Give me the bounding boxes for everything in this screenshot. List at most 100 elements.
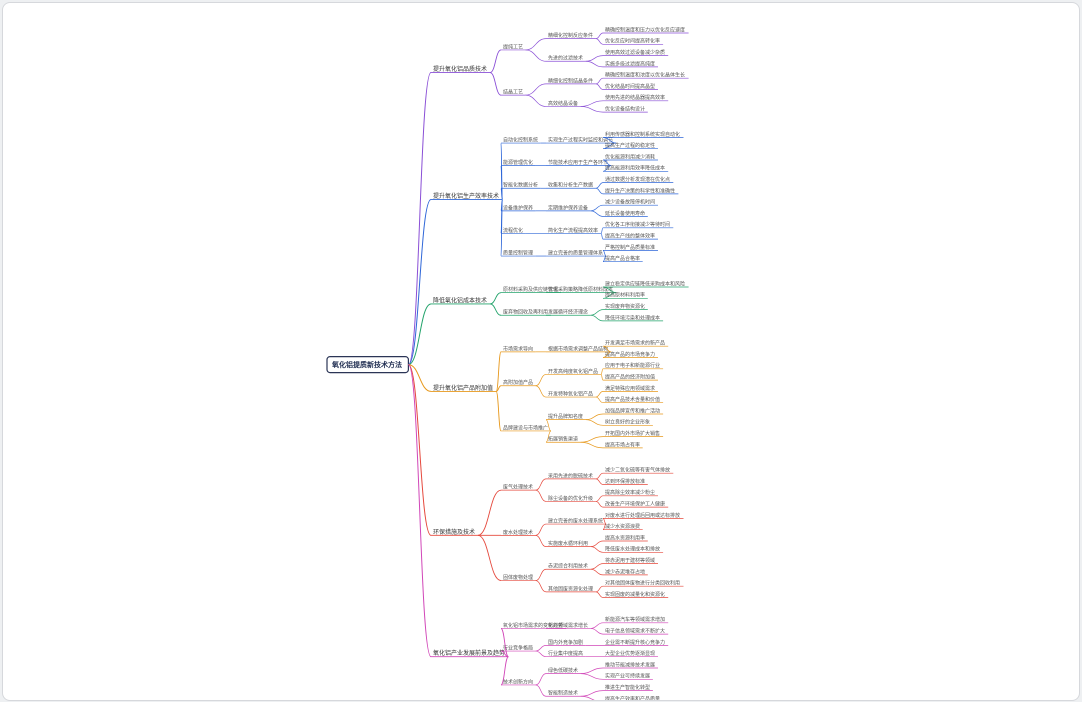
- topic-label[interactable]: 提纯工艺: [503, 43, 523, 50]
- topic-label[interactable]: 质量控制管理: [503, 249, 533, 256]
- leaf-label[interactable]: 通过数据分析发现潜在优化点: [605, 176, 670, 183]
- topic-label[interactable]: 其他固废资源化处理: [548, 585, 593, 592]
- leaf-label[interactable]: 树立良好的企业形象: [605, 419, 650, 426]
- leaf-label[interactable]: 优化反应时间提高转化率: [605, 38, 660, 45]
- topic-label[interactable]: 开发特种氧化铝产品: [548, 390, 593, 397]
- leaf-label[interactable]: 提高生产线的整体效率: [605, 233, 655, 240]
- leaf-label[interactable]: 推进生产智能化转型: [605, 684, 650, 691]
- leaf-label[interactable]: 提高生产效率和产品质量: [605, 695, 660, 700]
- leaf-label[interactable]: 降低环境污染和处理成本: [605, 314, 660, 321]
- leaf-label[interactable]: 减少赤泥堆存占地: [605, 568, 645, 575]
- leaf-label[interactable]: 提高市场占有率: [605, 441, 640, 448]
- topic-label[interactable]: 品牌建设与市场推广: [503, 424, 548, 431]
- leaf-label[interactable]: 应用于电子和新能源行业: [605, 362, 660, 369]
- leaf-label[interactable]: 提高生产过程的稳定性: [605, 142, 655, 149]
- leaf-label[interactable]: 提高原材料利用率: [605, 292, 645, 299]
- topic-label[interactable]: 节能技术应用于生产各环节: [548, 159, 608, 166]
- topic-label[interactable]: 氧化铝市场需求的变化趋势: [503, 622, 563, 629]
- topic-label[interactable]: 建立完善的废水处理系统: [548, 517, 603, 524]
- topic-label[interactable]: 除尘设备的优化升级: [548, 495, 593, 502]
- topic-label[interactable]: 根据市场需求调整产品结构: [548, 345, 608, 352]
- topic-label[interactable]: 设备维护保养: [503, 204, 533, 211]
- leaf-label[interactable]: 降低废水处理成本和排放: [605, 546, 660, 553]
- leaf-label[interactable]: 提升生产决策的科学性和准确性: [605, 187, 675, 194]
- leaf-label[interactable]: 电子信息领域需求不断扩大: [605, 628, 665, 635]
- leaf-label[interactable]: 满足特殊应用领域需求: [605, 385, 655, 392]
- leaf-label[interactable]: 实现废弃物资源化: [605, 303, 645, 310]
- leaf-label[interactable]: 对废水进行处理后回用或达标排放: [605, 512, 680, 519]
- leaf-label[interactable]: 对其他固体废物进行分类回收利用: [605, 580, 680, 587]
- topic-label[interactable]: 精细化控制反应条件: [548, 32, 593, 39]
- topic-label[interactable]: 定期维护保养设备: [548, 204, 588, 211]
- leaf-label[interactable]: 新能源汽车等领域需求增加: [605, 616, 665, 623]
- topic-label[interactable]: 赤泥综合利用技术: [548, 563, 588, 570]
- leaf-label[interactable]: 精确控制温度和压力以优化反应速度: [605, 26, 685, 33]
- leaf-label[interactable]: 严格控制产品质量标准: [605, 244, 655, 251]
- leaf-label[interactable]: 大型企业优势逐渐显现: [605, 650, 655, 657]
- topic-label[interactable]: 技术创新方向: [503, 678, 533, 685]
- topic-label[interactable]: 高效结晶设备: [548, 100, 578, 107]
- leaf-label[interactable]: 达到环保排放标准: [605, 478, 645, 485]
- leaf-label[interactable]: 将赤泥用于建材等领域: [605, 557, 655, 564]
- branch-label[interactable]: 降低氧化铝成本技术: [433, 296, 487, 304]
- topic-label[interactable]: 市场需求导向: [503, 345, 533, 352]
- leaf-label[interactable]: 优化能源利用减少消耗: [605, 153, 655, 160]
- leaf-label[interactable]: 使用高效过滤设备减少杂质: [605, 49, 665, 56]
- topic-label[interactable]: 智能化数据分析: [503, 182, 538, 189]
- topic-label[interactable]: 废气处理技术: [503, 484, 533, 491]
- topic-label[interactable]: 简化生产流程提高效率: [548, 227, 598, 234]
- topic-label[interactable]: 行业集中度提高: [548, 650, 583, 657]
- topic-label[interactable]: 能源管理优化: [503, 159, 533, 166]
- topic-label[interactable]: 发展循环经济理念: [548, 309, 588, 316]
- leaf-label[interactable]: 提高水资源利用率: [605, 534, 645, 541]
- topic-label[interactable]: 精细化控制结晶条件: [548, 77, 593, 84]
- topic-label[interactable]: 开发高纯度氧化铝产品: [548, 368, 598, 375]
- topic-label[interactable]: 固体废物处理: [503, 574, 533, 581]
- topic-label[interactable]: 结晶工艺: [503, 89, 523, 96]
- topic-label[interactable]: 废弃物回收及再利用: [503, 309, 548, 316]
- leaf-label[interactable]: 优化结晶时间提高晶型: [605, 83, 655, 90]
- branch-label[interactable]: 环保措施及技术: [433, 528, 475, 536]
- branch-label[interactable]: 提升氧化铝生产效率技术: [433, 192, 499, 200]
- topic-label[interactable]: 绿色低碳技术: [548, 667, 578, 674]
- leaf-label[interactable]: 减少二氧化硫等有害气体排放: [605, 467, 670, 474]
- topic-label[interactable]: 优化采购策略降低原材料成本: [548, 286, 613, 293]
- leaf-label[interactable]: 提高能源利用效率降低成本: [605, 165, 665, 172]
- leaf-label[interactable]: 开拓国内外市场扩大销售: [605, 430, 660, 437]
- leaf-label[interactable]: 建立稳定供应链降低采购成本和风险: [605, 280, 685, 287]
- leaf-label[interactable]: 提高产品的市场竞争力: [605, 351, 655, 358]
- leaf-label[interactable]: 精确控制温度和浓度以优化晶体生长: [605, 72, 685, 79]
- leaf-label[interactable]: 推动节能减排技术发展: [605, 661, 655, 668]
- branch-label[interactable]: 氧化铝产业发展前景及趋势: [433, 649, 505, 657]
- leaf-label[interactable]: 实现固废的减量化和资源化: [605, 591, 665, 598]
- leaf-label[interactable]: 改善生产环境保护工人健康: [605, 501, 665, 508]
- topic-label[interactable]: 拓展销售渠道: [548, 436, 578, 443]
- leaf-label[interactable]: 利用传感器和控制系统实现自动化: [605, 131, 680, 138]
- leaf-label[interactable]: 开发满足市场需求的新产品: [605, 340, 665, 347]
- leaf-label[interactable]: 减少设备故障停机时间: [605, 199, 655, 206]
- leaf-label[interactable]: 提高除尘效率减少粉尘: [605, 489, 655, 496]
- topic-label[interactable]: 自动化控制系统: [503, 136, 538, 143]
- leaf-label[interactable]: 企业需不断提升核心竞争力: [605, 639, 665, 646]
- topic-label[interactable]: 先进的过滤技术: [548, 55, 583, 62]
- leaf-label[interactable]: 优化各工序衔接减少等待时间: [605, 221, 670, 228]
- topic-label[interactable]: 高附加值产品: [503, 379, 533, 386]
- topic-label[interactable]: 原材料采购及供应链管理: [503, 286, 558, 293]
- leaf-label[interactable]: 提高产品技术含量和价值: [605, 396, 660, 403]
- branch-label[interactable]: 提升氧化铝品质技术: [433, 65, 487, 73]
- leaf-label[interactable]: 延长设备使用寿命: [605, 210, 645, 217]
- topic-label[interactable]: 废水处理技术: [503, 529, 533, 536]
- leaf-label[interactable]: 加强品牌宣传和推广活动: [605, 407, 660, 414]
- topic-label[interactable]: 国内外竞争加剧: [548, 639, 583, 646]
- leaf-label[interactable]: 优化设备结构设计: [605, 106, 645, 113]
- topic-label[interactable]: 行业竞争格局: [503, 644, 533, 651]
- leaf-label[interactable]: 减少水资源浪费: [605, 523, 640, 530]
- topic-label[interactable]: 建立完善的质量管理体系: [548, 249, 603, 256]
- leaf-label[interactable]: 提高产品合格率: [605, 255, 640, 262]
- topic-label[interactable]: 智能制造技术: [548, 690, 578, 697]
- leaf-label[interactable]: 实施多级过滤提高纯度: [605, 60, 655, 67]
- leaf-label[interactable]: 提高产品的经济附加值: [605, 374, 655, 381]
- topic-label[interactable]: 提升品牌知名度: [548, 413, 583, 420]
- topic-label[interactable]: 实现生产过程实时监控和调节: [548, 136, 613, 143]
- topic-label[interactable]: 流程优化: [503, 227, 523, 234]
